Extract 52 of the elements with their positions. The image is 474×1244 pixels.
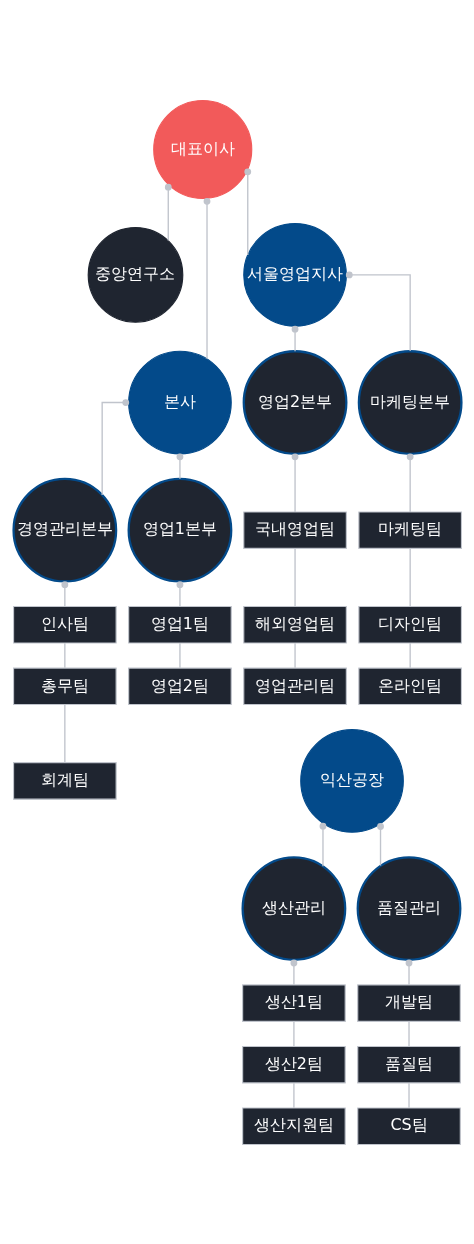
connector: [291, 325, 298, 352]
connector: [63, 703, 66, 763]
node-circle: 서울영업지사: [242, 222, 347, 327]
node-box: 영업2팀: [127, 667, 232, 705]
node-circle: 생산관리: [241, 855, 346, 961]
connector: [243, 167, 251, 256]
connector: [292, 1020, 295, 1047]
connector: [407, 1081, 410, 1108]
connector: [291, 452, 298, 513]
node-circle: 경영관리본부: [11, 477, 117, 583]
connector: [406, 452, 414, 513]
node-circle: 품질관리: [356, 855, 461, 961]
node-box: 영업1팀: [127, 605, 232, 644]
connector: [290, 959, 297, 985]
connector: [293, 547, 296, 607]
connector: [408, 547, 411, 607]
connector: [293, 642, 296, 669]
node-box: 생산1팀: [241, 983, 346, 1022]
connector: [345, 271, 411, 352]
connector: [60, 580, 68, 607]
connector: [101, 398, 129, 496]
node-box: 개발팀: [356, 983, 461, 1022]
node-box: 회계팀: [12, 761, 117, 800]
connector: [63, 642, 66, 669]
connector: [176, 452, 183, 480]
connector: [176, 580, 183, 607]
node-box: 해외영업팀: [242, 605, 347, 644]
connector: [203, 197, 210, 359]
node-box: 영업관리팀: [242, 667, 347, 705]
node-circle: 영업1본부: [127, 477, 232, 583]
node-box: 국내영업팀: [242, 510, 347, 549]
node-circle: 중앙연구소: [87, 226, 183, 323]
node-box: 생산2팀: [241, 1045, 346, 1083]
connector: [319, 822, 326, 867]
node-box: 마케팅팀: [357, 510, 462, 549]
connector: [178, 642, 181, 669]
connector: [376, 822, 384, 866]
connector: [405, 959, 412, 985]
connector: [407, 1020, 410, 1047]
connector: [292, 1081, 295, 1108]
node-circle: 마케팅본부: [357, 349, 463, 455]
node-box: 품질팀: [356, 1045, 461, 1083]
connector: [164, 183, 172, 241]
connector: [408, 642, 411, 669]
node-box: 총무팀: [12, 667, 117, 705]
node-box: CS팀: [356, 1106, 461, 1145]
node-box: 온라인팀: [357, 667, 462, 705]
node-box: 생산지원팀: [241, 1106, 346, 1145]
node-box: 인사팀: [12, 605, 117, 644]
node-circle: 본사: [127, 350, 232, 454]
node-circle: 영업2본부: [242, 349, 347, 455]
node-box: 디자인팀: [357, 605, 462, 644]
